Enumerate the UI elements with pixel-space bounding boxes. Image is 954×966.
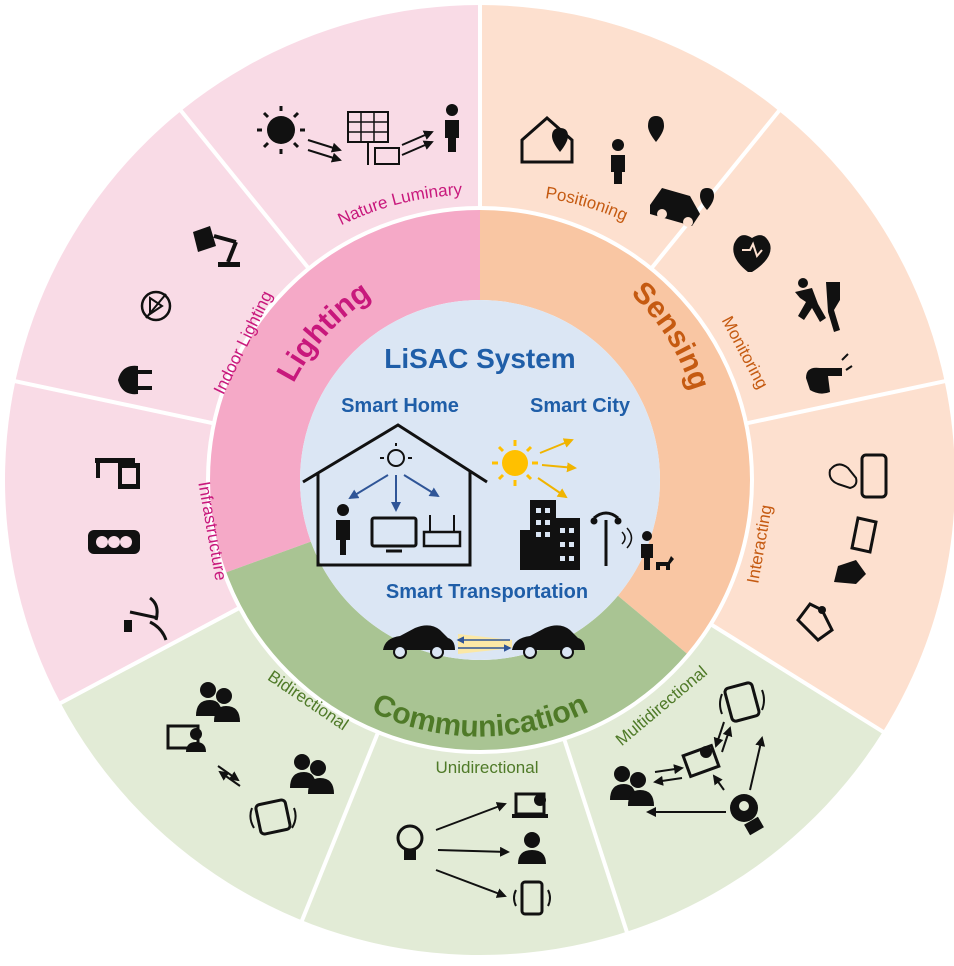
bidirectional-icons (166, 682, 334, 836)
smart-home-illustration (302, 423, 488, 567)
indoor-lighting-icons (118, 226, 240, 395)
multidirectional-icons (610, 681, 766, 836)
person-icon (445, 104, 459, 152)
group-icon (290, 754, 334, 794)
buildings-icon (520, 500, 580, 570)
person-location-icon (611, 116, 664, 184)
smart-city-illustration (492, 438, 674, 570)
smart-transportation-illustration (383, 625, 585, 659)
person-with-dog-icon (641, 531, 674, 570)
monitoring-icons (733, 235, 853, 394)
user-icon (518, 832, 546, 864)
led-bulb-icon (140, 290, 172, 322)
phone-icon (249, 798, 297, 836)
robot-arm-icon (796, 602, 834, 642)
car-icon (383, 625, 455, 659)
segment-separator (709, 622, 889, 737)
solar-panel-icon (347, 111, 389, 165)
plug-icon (118, 365, 152, 395)
battery-icon (374, 147, 400, 165)
phone-hand-icon (828, 453, 888, 499)
laptop-icon (681, 743, 721, 779)
communication-outer-sector (60, 607, 883, 955)
person-icon (336, 504, 350, 555)
router-icon (422, 515, 462, 548)
segment-separator (10, 378, 215, 426)
desk-lamp-icon (193, 226, 240, 267)
segment-separator (562, 738, 631, 938)
smart-transportation-label: Smart Transportation (386, 581, 588, 603)
street-lamp-icon (124, 596, 168, 641)
street-lamp-icon (590, 511, 633, 566)
laptop-icon (512, 792, 548, 818)
house-location-icon (520, 116, 574, 164)
separators (10, 0, 950, 938)
phone-icon (513, 880, 551, 916)
traffic-light-icon (88, 530, 140, 554)
tablet-hand-icon (834, 516, 878, 584)
nature-luminary-icons (257, 104, 459, 165)
segment-label-unidirectional: Unidirectional (436, 758, 539, 777)
street-sign-icon (95, 458, 140, 489)
lighting-inner-sector (208, 208, 480, 574)
communication-inner-sector (224, 541, 689, 752)
infrastructure-icons (88, 458, 168, 641)
car-location-icon (650, 188, 714, 227)
smart-home-label: Smart Home (341, 395, 459, 417)
bulb-icon (730, 794, 764, 836)
segment-separator (298, 731, 380, 926)
sensing-outer-sector (480, 5, 954, 732)
sun-icon (257, 106, 305, 154)
heart-icon (733, 235, 771, 272)
positioning-icons (520, 116, 714, 227)
sectors (5, 5, 954, 955)
light-bulb-icon (380, 443, 412, 467)
phone-icon (719, 681, 765, 723)
segment-separator (55, 605, 241, 708)
segment-separator (649, 105, 784, 270)
segment-separator (176, 105, 311, 270)
unidirectional-icons (396, 792, 551, 916)
smart-city-label: Smart City (530, 395, 631, 417)
falling-person-icon (795, 278, 840, 332)
sensing-inner-sector (480, 208, 753, 655)
sun-icon (492, 440, 538, 486)
group-icon (610, 766, 654, 806)
ring-separator (206, 206, 754, 754)
center-title: LiSAC System (384, 343, 575, 374)
segment-separator (745, 378, 950, 426)
group-icon (196, 682, 240, 722)
lighting-outer-sector (5, 5, 481, 703)
laptop-user-icon (166, 724, 206, 752)
monitor-icon (370, 516, 418, 553)
hand-gesture-icon (806, 353, 853, 394)
car-icon (512, 625, 585, 659)
bulb-icon (396, 824, 424, 860)
interacting-icons (796, 453, 888, 642)
